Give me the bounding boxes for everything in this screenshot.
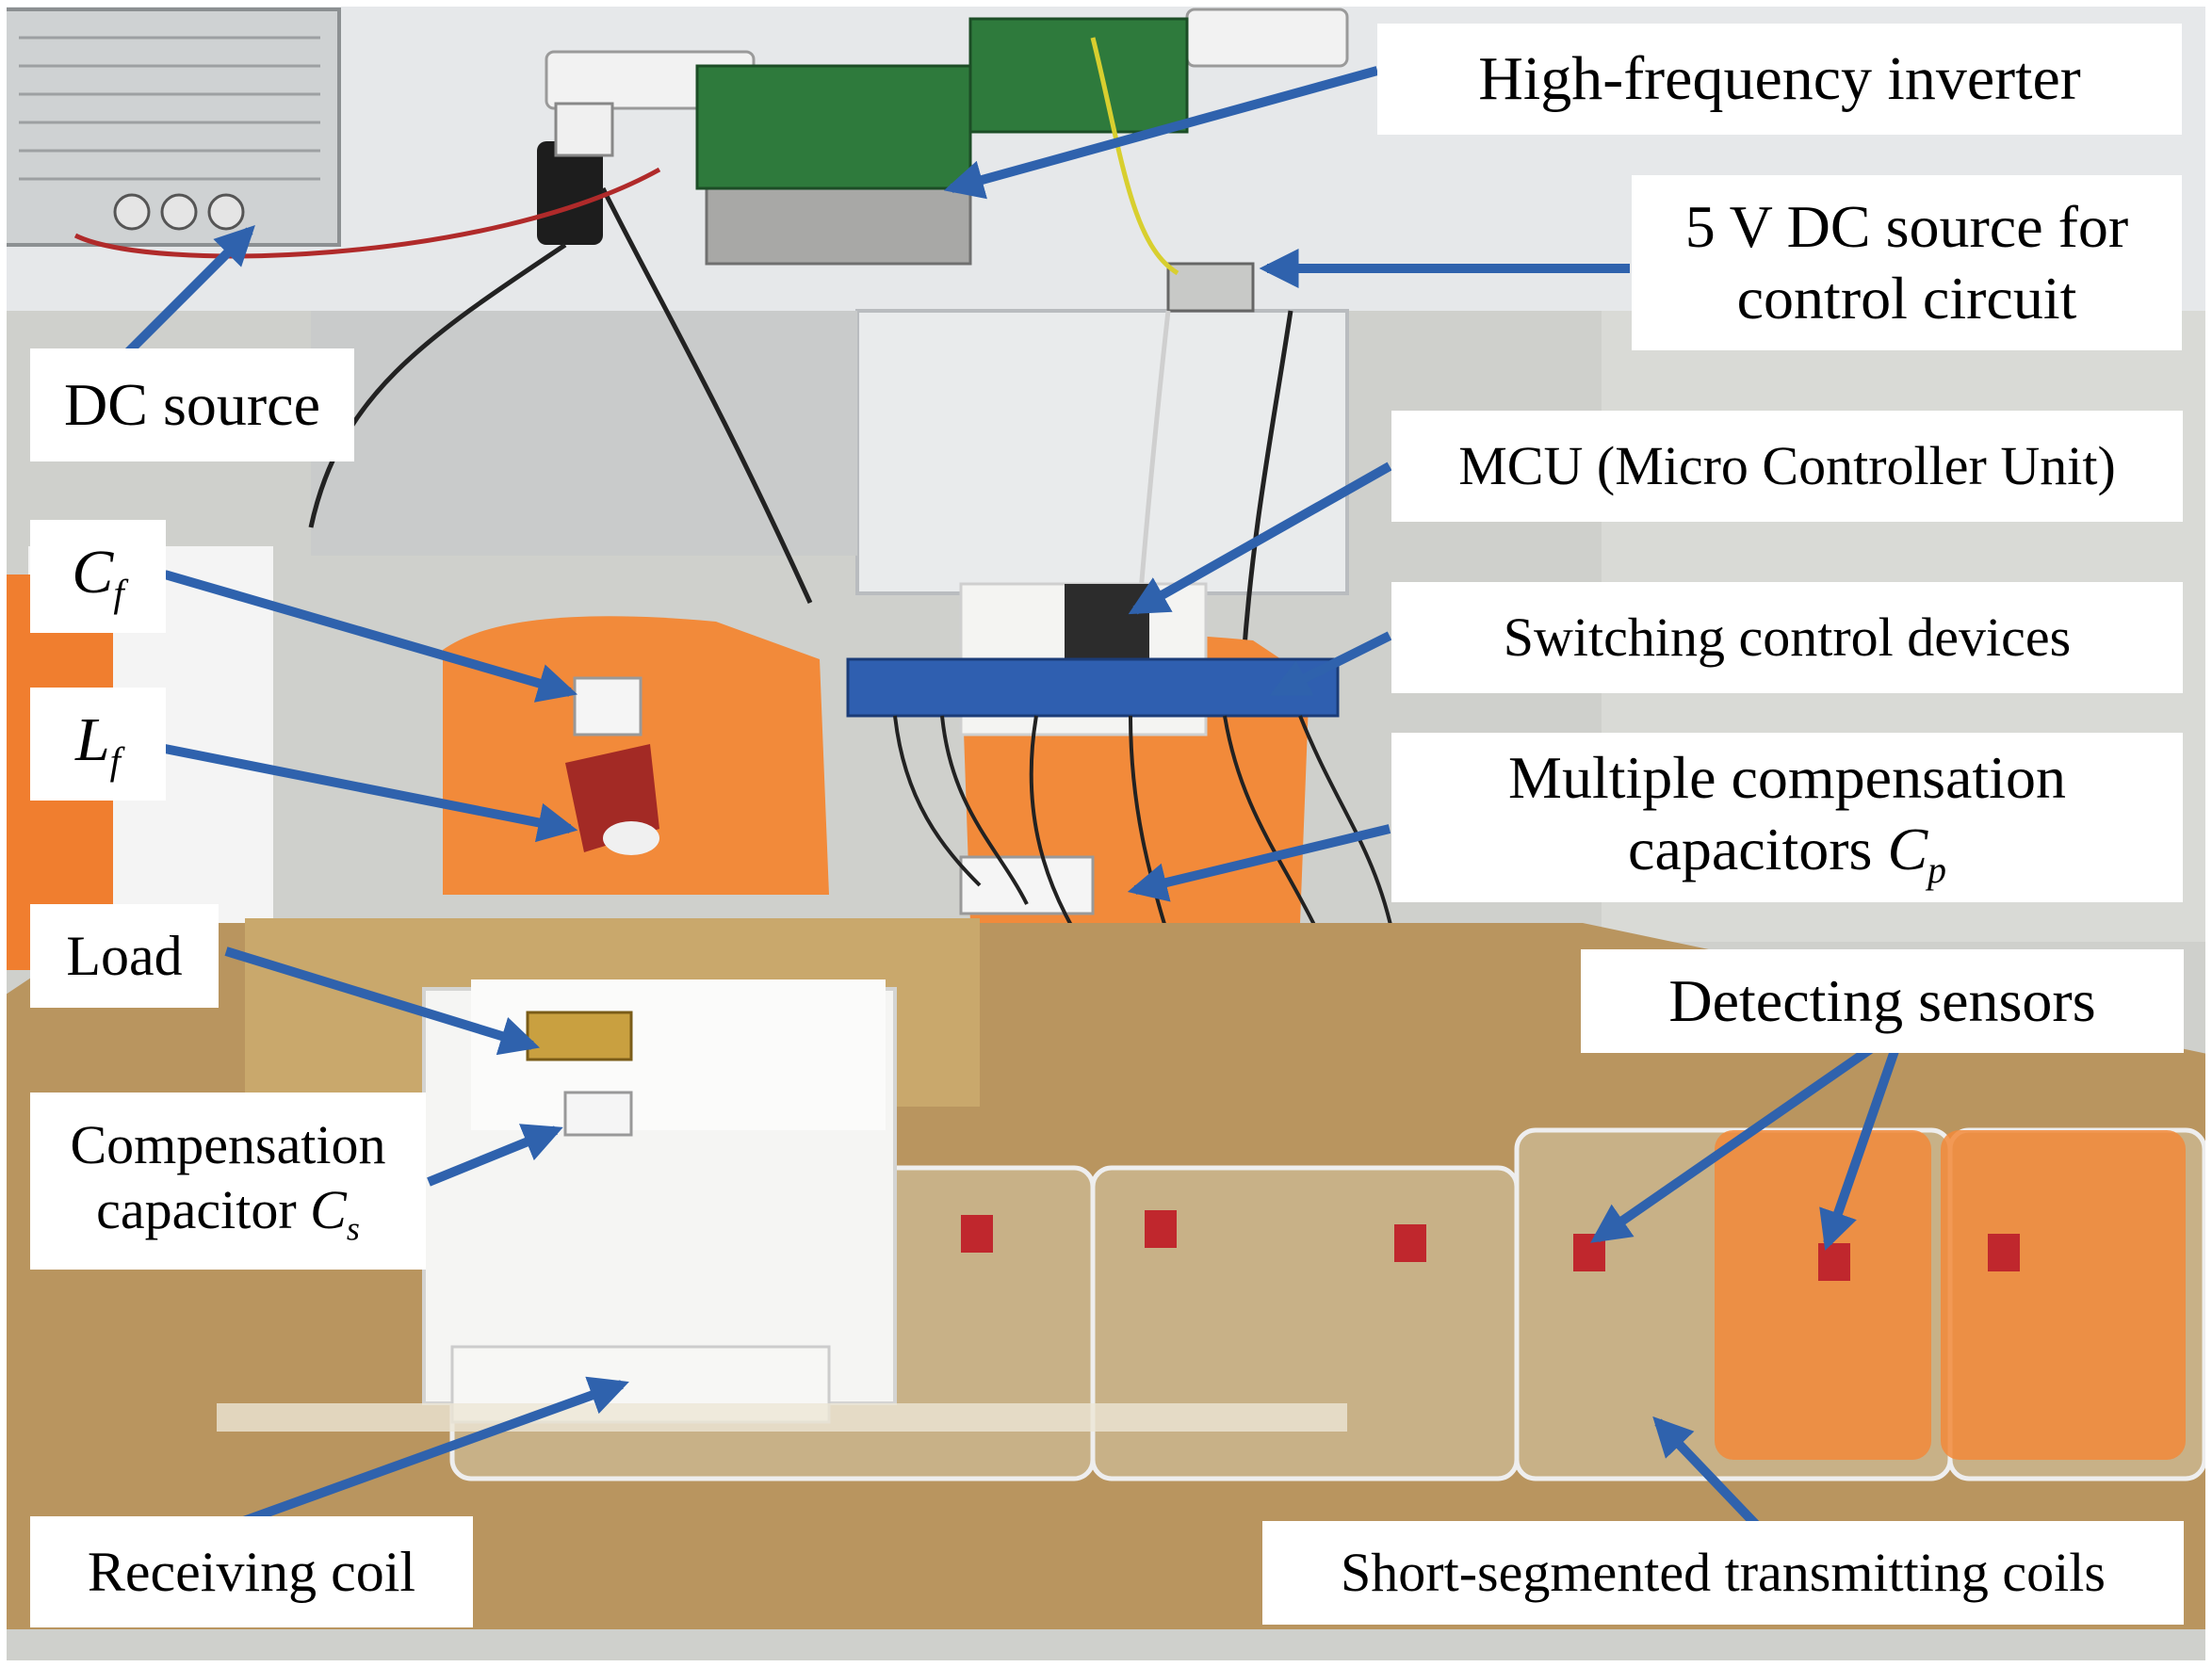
label-dc5v-line2: control circuit bbox=[1736, 265, 2077, 332]
label-load-text: Load bbox=[66, 924, 183, 987]
cp-subscript: p bbox=[1927, 849, 1946, 891]
label-cf: Cf bbox=[30, 520, 166, 633]
label-comp-cs-line2: capacitor Cs bbox=[96, 1178, 360, 1249]
label-switching-control-devices: Switching control devices bbox=[1391, 582, 2183, 693]
ruler bbox=[217, 1403, 1347, 1432]
label-short-segmented-text: Short-segmented transmitting coils bbox=[1341, 1541, 2106, 1603]
lf-inductor-end bbox=[603, 821, 659, 855]
cf-subscript: f bbox=[113, 572, 124, 615]
label-dc-source: DC source bbox=[30, 348, 354, 461]
inverter-pcb bbox=[695, 64, 972, 190]
desk-cabinet-left bbox=[311, 311, 857, 556]
label-high-frequency-inverter-text: High-frequency inverter bbox=[1478, 44, 2081, 114]
label-high-frequency-inverter: High-frequency inverter bbox=[1377, 24, 2182, 135]
label-detecting-sensors: Detecting sensors bbox=[1581, 949, 2184, 1053]
orange-box-right-1 bbox=[1715, 1130, 1931, 1460]
label-receiving-coil: Receiving coil bbox=[30, 1516, 473, 1627]
cs-subscript: s bbox=[346, 1209, 360, 1248]
power-strip-right bbox=[1185, 8, 1349, 68]
orange-box-right-2 bbox=[1941, 1130, 2186, 1460]
desk-cabinet bbox=[855, 309, 1349, 595]
cp-capacitor-bank bbox=[959, 855, 1095, 915]
capacitor-cylinder bbox=[537, 141, 603, 245]
label-receiving-coil-text: Receiving coil bbox=[87, 1540, 416, 1603]
label-dc5v-source: 5 V DC source for control circuit bbox=[1632, 175, 2182, 350]
vent-grille bbox=[19, 36, 320, 181]
label-multiple-compensation-capacitors: Multiple compensation capacitors Cp bbox=[1391, 733, 2183, 902]
label-detecting-sensors-text: Detecting sensors bbox=[1668, 967, 2096, 1035]
cf-capacitors bbox=[573, 676, 642, 736]
lf-symbol: L bbox=[74, 705, 110, 775]
small-adapter bbox=[554, 102, 614, 157]
label-multiple-comp-line2: capacitors Cp bbox=[1628, 814, 1946, 893]
terminal-knob bbox=[160, 193, 198, 231]
cs-symbol: C bbox=[310, 1178, 347, 1240]
load-resistor bbox=[526, 1011, 633, 1061]
lf-subscript: f bbox=[109, 739, 122, 783]
label-cf-text: Cf bbox=[72, 536, 123, 617]
cp-symbol: C bbox=[1887, 815, 1928, 882]
label-dc5v-line1: 5 V DC source for bbox=[1684, 193, 2129, 261]
cs-capacitors bbox=[563, 1091, 633, 1137]
control-pcb bbox=[968, 17, 1189, 134]
label-load: Load bbox=[30, 904, 219, 1008]
dc5v-module bbox=[1166, 262, 1255, 313]
label-lf-text: Lf bbox=[75, 704, 121, 785]
terminal-knob bbox=[207, 193, 245, 231]
inverter-heatsink bbox=[705, 177, 972, 266]
label-mcu: MCU (Micro Controller Unit) bbox=[1391, 411, 2183, 522]
label-compensation-capacitor-cs: Compensation capacitor Cs bbox=[30, 1092, 426, 1270]
label-multiple-comp-line2-text: capacitors bbox=[1628, 815, 1873, 882]
label-mcu-text: MCU (Micro Controller Unit) bbox=[1458, 434, 2116, 496]
label-dc-source-text: DC source bbox=[64, 371, 320, 439]
label-comp-cs-line1: Compensation bbox=[70, 1114, 386, 1176]
cf-symbol: C bbox=[72, 538, 114, 607]
terminal-knob bbox=[113, 193, 151, 231]
label-switching-control-text: Switching control devices bbox=[1503, 606, 2072, 668]
label-short-segmented-transmitting-coils: Short-segmented transmitting coils bbox=[1262, 1521, 2184, 1625]
label-multiple-comp-line1: Multiple compensation bbox=[1508, 744, 2066, 812]
label-comp-cs-line2-text: capacitor bbox=[96, 1178, 297, 1240]
relay-strip bbox=[846, 657, 1340, 718]
label-lf: Lf bbox=[30, 688, 166, 801]
